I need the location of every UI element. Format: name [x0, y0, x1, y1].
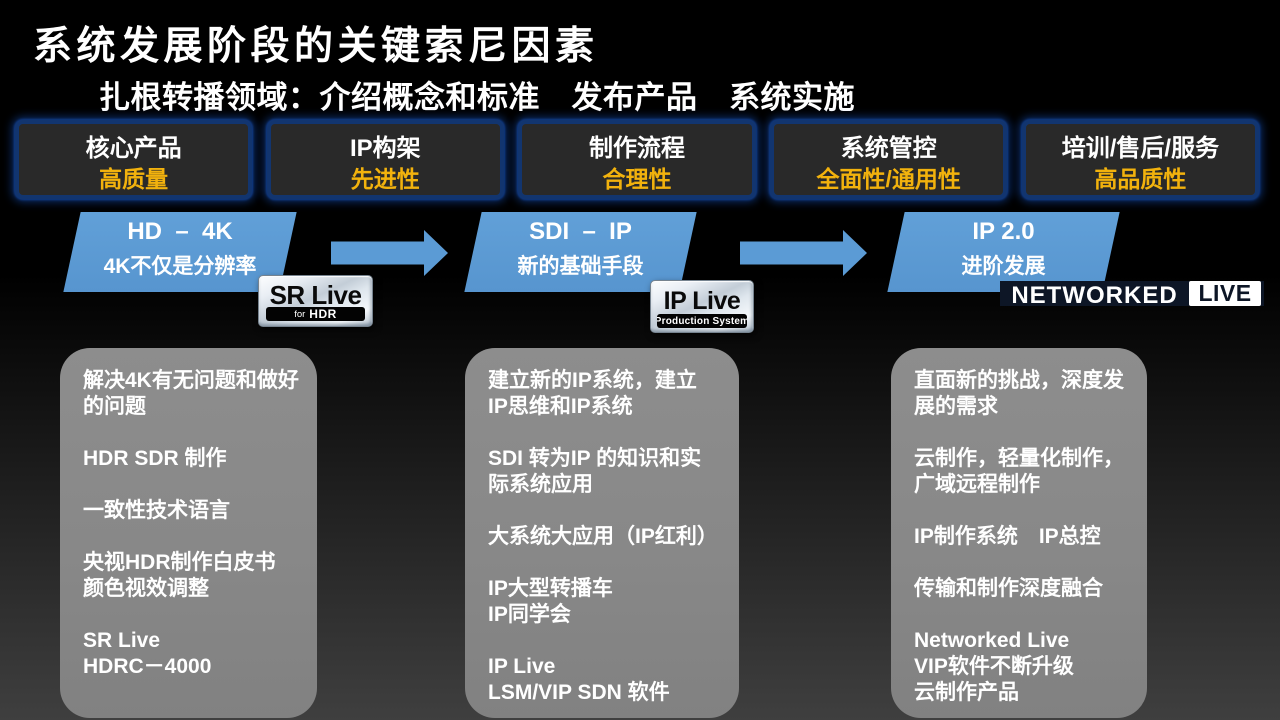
panel-paragraph: SR Live HDRC－4000	[83, 629, 212, 678]
sr-live-badge: SR Live for HDR	[258, 275, 373, 327]
factor-title: IP构架	[349, 134, 421, 162]
ip-live-badge: IP Live Production System	[650, 280, 754, 333]
panel-paragraph: 一致性技术语言	[83, 499, 230, 522]
factor-quality: 合理性	[602, 165, 672, 192]
panel-paragraph: IP Live LSM/VIP SDN 软件	[488, 655, 670, 704]
stage-title: SDI – IP	[529, 218, 632, 245]
flow-arrow-icon	[740, 230, 867, 276]
sr-live-badge-sub-main: HDR	[309, 307, 337, 321]
stage-subtitle: 新的基础手段	[517, 255, 644, 278]
factor-box-core-product: 核心产品 高质量	[15, 120, 253, 199]
panel-paragraph: IP制作系统 IP总控	[914, 525, 1101, 548]
networked-live-logo: NETWORKED LIVE	[1000, 280, 1264, 309]
ip-live-badge-bar: Production System	[657, 314, 747, 328]
stage-subtitle: 4K不仅是分辨率	[103, 255, 257, 278]
factor-box-system-control: 系统管控 全面性/通用性	[770, 120, 1008, 199]
panel-paragraph: 直面新的挑战，深度发 展的需求	[914, 369, 1124, 418]
slide-title: 系统发展阶段的关键索尼因素	[33, 25, 599, 68]
networked-live-logo-networked: NETWORKED	[1011, 282, 1178, 309]
factor-quality: 全面性/通用性	[816, 165, 961, 192]
slide-subtitle: 扎根转播领域：介绍概念和标准 发布产品 系统实施	[99, 80, 855, 115]
detail-panel-hd-4k: 解决4K有无问题和做好 的问题 HDR SDR 制作 一致性技术语言 央视HDR…	[60, 348, 317, 718]
factor-box-ip-architecture: IP构架 先进性	[266, 120, 504, 199]
detail-panel-sdi-ip: 建立新的IP系统，建立 IP思维和IP系统 SDI 转为IP 的知识和实 际系统…	[465, 348, 739, 718]
stage-title: HD – 4K	[127, 218, 233, 245]
panel-paragraph: SDI 转为IP 的知识和实 际系统应用	[488, 447, 702, 496]
factor-quality: 先进性	[350, 165, 420, 192]
factor-title: 培训/售后/服务	[1061, 134, 1220, 162]
panel-paragraph: 建立新的IP系统，建立 IP思维和IP系统	[488, 369, 697, 418]
sr-live-badge-sub-prefix: for	[294, 308, 306, 320]
panel-paragraph: 央视HDR制作白皮书 颜色视效调整	[83, 551, 276, 600]
panel-paragraph: 大系统大应用（IP红利）	[488, 525, 718, 548]
factor-box-row: 核心产品 高质量 IP构架 先进性 制作流程 合理性 系统管控 全面性/通用性 …	[15, 120, 1260, 199]
stage-subtitle: 进阶发展	[961, 255, 1046, 278]
sr-live-badge-bar: for HDR	[266, 307, 365, 321]
panel-paragraph: 传输和制作深度融合	[914, 577, 1103, 600]
detail-panel-ip-2-0: 直面新的挑战，深度发 展的需求 云制作，轻量化制作， 广域远程制作 IP制作系统…	[891, 348, 1147, 718]
networked-live-logo-live-box: LIVE	[1189, 280, 1261, 306]
panel-paragraph: 解决4K有无问题和做好 的问题	[83, 369, 299, 418]
sr-live-badge-title: SR Live	[269, 280, 362, 310]
panel-paragraph: HDR SDR 制作	[83, 447, 227, 470]
panel-paragraph: 云制作，轻量化制作， 广域远程制作	[914, 447, 1124, 496]
factor-box-production-workflow: 制作流程 合理性	[518, 120, 756, 199]
factor-title: 制作流程	[589, 134, 685, 162]
stage-title: IP 2.0	[972, 218, 1035, 245]
factor-quality: 高品质性	[1094, 165, 1187, 192]
networked-live-logo-live: LIVE	[1198, 280, 1252, 306]
factor-quality: 高质量	[99, 165, 169, 192]
ip-live-badge-subtitle: Production System	[657, 315, 747, 327]
flow-arrow-icon	[331, 230, 448, 276]
factor-title: 核心产品	[85, 134, 182, 162]
panel-paragraph: IP大型转播车 IP同学会	[488, 577, 613, 626]
panel-paragraph: Networked Live VIP软件不断升级 云制作产品	[914, 629, 1074, 704]
factor-title: 系统管控	[840, 134, 937, 162]
factor-box-training-service: 培训/售后/服务 高品质性	[1021, 120, 1260, 199]
ip-live-badge-title: IP Live	[663, 287, 741, 315]
